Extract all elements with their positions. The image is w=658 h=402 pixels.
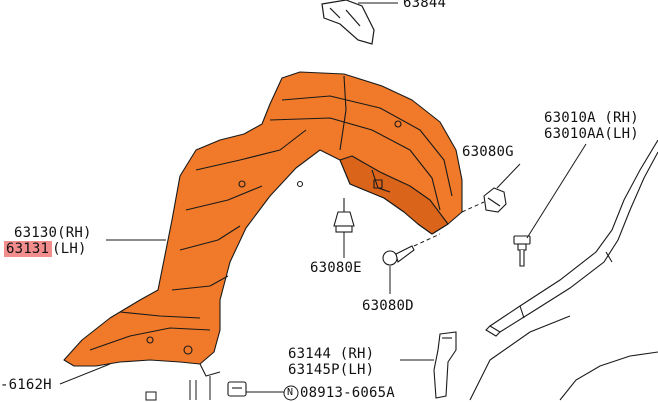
leader-63010a (526, 143, 587, 239)
label-63145p: 63145P(LH) (288, 362, 375, 378)
label-63144: 63144 (RH) (288, 346, 375, 362)
screw-63080d-shape (382, 245, 415, 266)
clip-08913-shape (227, 381, 247, 397)
clip-63080e-shape (333, 198, 355, 233)
label-63844: 63844 (403, 0, 447, 11)
bracket-63144-shape (433, 331, 457, 399)
label-63131: 63131(LH) (4, 241, 87, 257)
screw-63010a-shape (513, 235, 531, 267)
clip-63844-shape (321, 0, 375, 45)
fender-edge-shape (469, 139, 658, 401)
clip-63080g-shape (483, 187, 507, 213)
label-63010aa: 63010AA(LH) (544, 126, 639, 142)
label-63080d: 63080D (362, 298, 414, 314)
bottom-fasteners-shape (145, 376, 211, 401)
label-63130: 63130(RH) (14, 225, 92, 241)
label-63131-side: (LH) (52, 241, 87, 257)
label-08913: 08913-6065A (300, 385, 395, 401)
label-6162h: -6162H (0, 377, 52, 393)
label-63080g: 63080G (462, 144, 514, 160)
fender-liner-shape (63, 71, 463, 377)
leader-6162h (59, 363, 111, 385)
label-63080e: 63080E (310, 260, 362, 276)
label-63010a: 63010A (RH) (544, 110, 639, 126)
n-circle-mark (283, 385, 299, 401)
leader-63080g (496, 163, 521, 189)
highlight-63131: 63131 (4, 241, 53, 257)
label-n-circle: N (287, 387, 294, 398)
